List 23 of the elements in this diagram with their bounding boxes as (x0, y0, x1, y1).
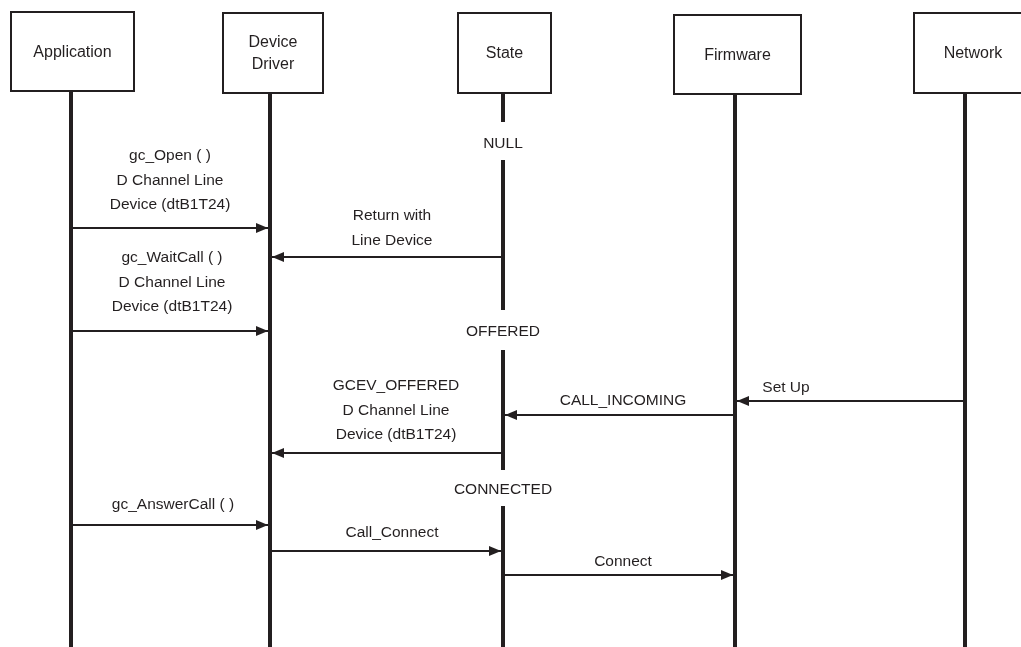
message-label: Connect (593, 551, 653, 571)
participant-box: Network (913, 12, 1021, 94)
participant-box: Firmware (673, 14, 802, 95)
message-arrow (73, 520, 268, 530)
message-arrow (73, 326, 268, 336)
message-arrow (737, 396, 963, 406)
message-label: GCEV_OFFERED D Channel Line Device (dtB1T24) (331, 375, 461, 444)
message-arrow (505, 410, 733, 420)
message-label: gc_WaitCall ( ) D Channel Line Device (dtB1T24) (110, 247, 234, 316)
message-label: Call_Connect (344, 522, 440, 542)
message-label: Return with Line Device (350, 205, 434, 250)
message-arrow (272, 252, 501, 262)
message-arrow (73, 223, 268, 233)
participant-box: State (457, 12, 552, 94)
message-label: Set Up (761, 377, 811, 397)
participant-box: Device Driver (222, 12, 324, 94)
message-arrow (272, 546, 501, 556)
message-arrow (272, 448, 501, 458)
message-label: gc_Open ( ) D Channel Line Device (dtB1T24) (108, 145, 232, 214)
message-arrow (505, 570, 733, 580)
message-label: CALL_INCOMING (558, 390, 688, 410)
participant-box: Application (10, 11, 135, 92)
message-label: gc_AnswerCall ( ) (110, 494, 236, 514)
